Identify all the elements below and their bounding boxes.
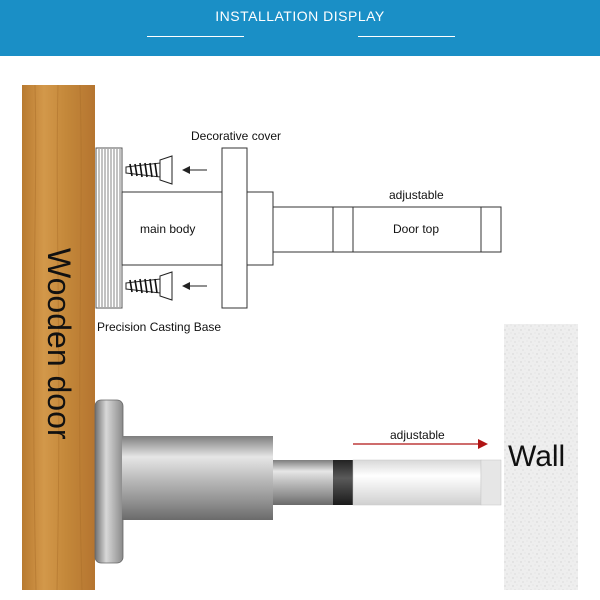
page-title: INSTALLATION DISPLAY — [215, 8, 385, 24]
arrow-left-icon-bottom — [182, 282, 207, 290]
wood-grain — [33, 84, 83, 591]
label-wooden-door: Wooden door — [41, 248, 77, 440]
product-main-body — [122, 436, 273, 520]
wooden-door — [22, 85, 95, 590]
shaft-outline — [272, 206, 334, 253]
adjustable-arrow-icon — [353, 439, 488, 449]
product-flange — [94, 399, 124, 564]
label-main-body: main body — [140, 222, 195, 236]
label-adjustable-top: adjustable — [389, 188, 444, 202]
label-decorative-cover: Decorative cover — [191, 129, 281, 143]
label-precision-casting-base: Precision Casting Base — [97, 320, 221, 334]
screw-icon-top — [125, 155, 173, 185]
base-serrations — [98, 149, 121, 307]
header-banner: INSTALLATION DISPLAY — [0, 0, 600, 56]
product-tip-end — [480, 459, 502, 506]
door-top-cap — [480, 206, 502, 253]
label-door-top: Door top — [393, 222, 439, 236]
wall-block — [504, 324, 578, 590]
product-white-tip — [352, 459, 482, 506]
screw-icon-bottom — [125, 271, 173, 301]
label-adjustable-bottom: adjustable — [390, 428, 445, 442]
ring-outline — [332, 206, 354, 253]
product-shaft — [273, 460, 333, 505]
title-underline-right — [358, 36, 455, 37]
cover-hub — [246, 191, 274, 266]
precision-casting-base — [95, 147, 123, 309]
product-rubber-ring — [333, 460, 353, 505]
label-wall: Wall — [508, 440, 565, 473]
title-underline-left — [147, 36, 244, 37]
decorative-cover-outline — [221, 147, 248, 309]
arrow-left-icon-top — [182, 166, 207, 174]
